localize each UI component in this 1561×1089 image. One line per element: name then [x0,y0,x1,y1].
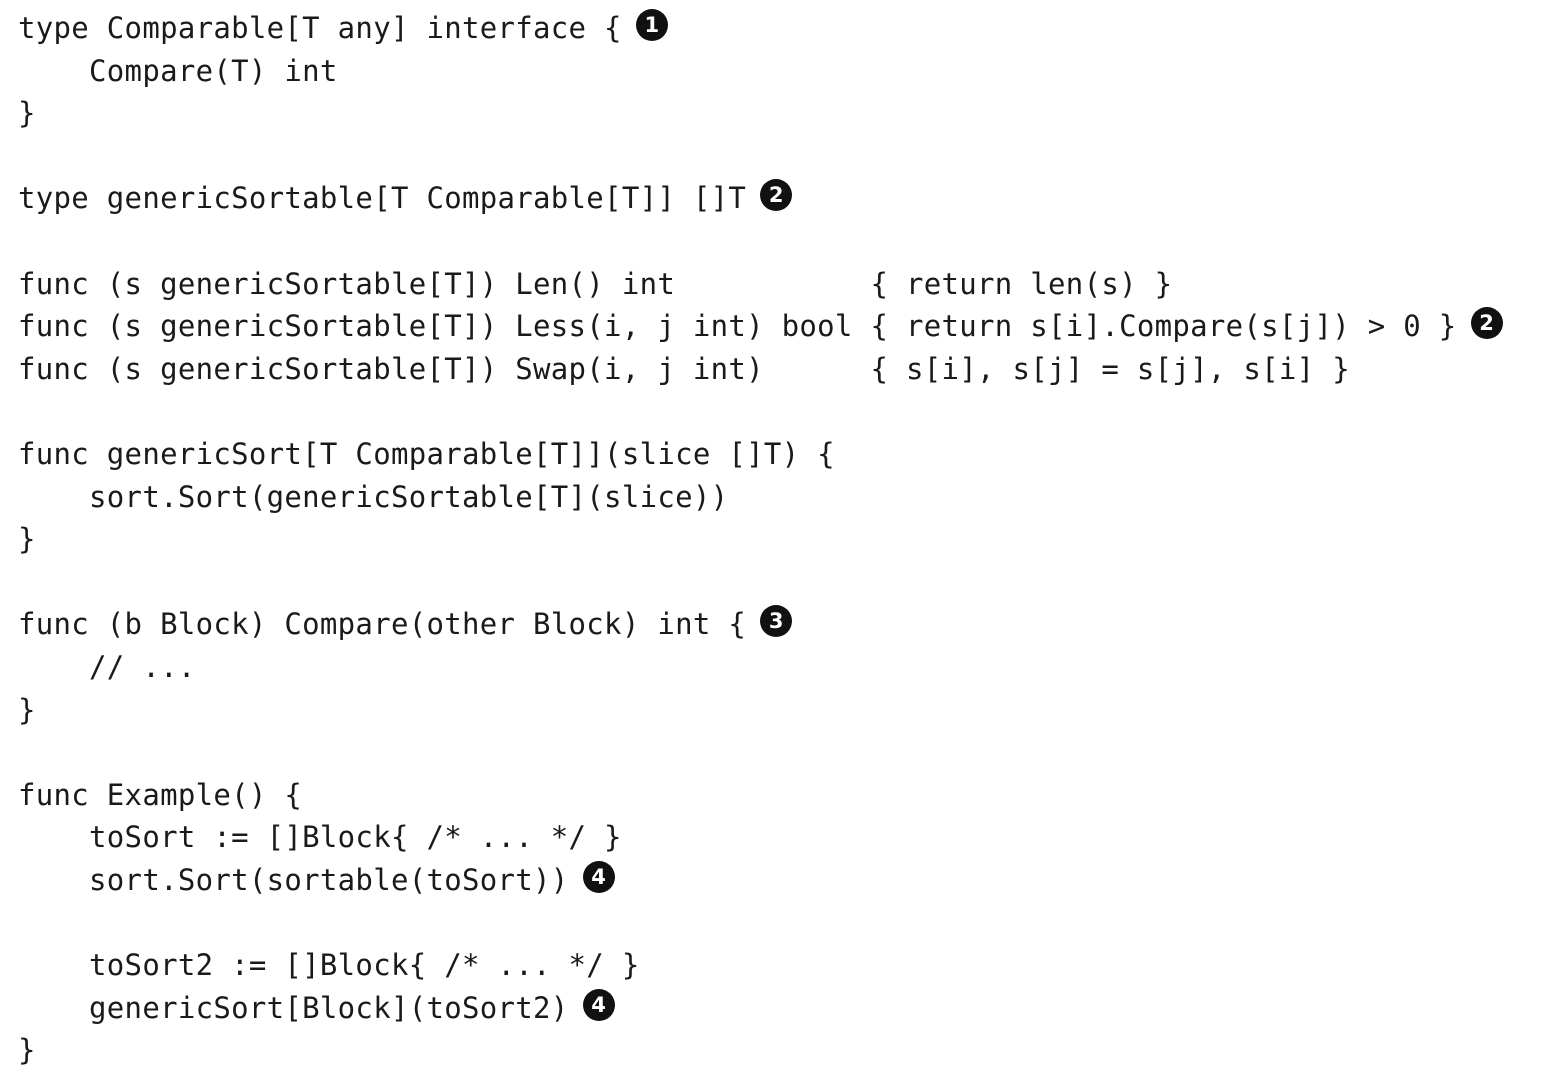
code-line: genericSort[Block](toSort2) 4 [18,987,1503,1030]
code-line: } [18,689,1503,732]
code-line: func (b Block) Compare(other Block) int … [18,603,1503,646]
code-text: func (s genericSortable[T]) Swap(i, j in… [18,351,1350,386]
code-line [18,731,1503,774]
code-line: func (s genericSortable[T]) Less(i, j in… [18,305,1503,348]
code-line [18,561,1503,604]
code-text: } [18,1033,36,1068]
callout-marker: 4 [582,860,615,893]
callout-marker: 4 [582,988,615,1021]
code-line: Compare(T) int [18,50,1503,93]
code-text: toSort2 := []Block{ /* ... */ } [18,948,640,983]
code-line [18,901,1503,944]
code-text: func genericSort[T Comparable[T]](slice … [18,436,835,471]
callout-marker: 2 [760,179,793,212]
code-line: type genericSortable[T Comparable[T]] []… [18,177,1503,220]
code-line [18,390,1503,433]
code-text: func (s genericSortable[T]) Less(i, j in… [18,309,1457,344]
code-line: sort.Sort(genericSortable[T](slice)) [18,476,1503,519]
code-text: Compare(T) int [18,53,338,88]
code-line: } [18,1029,1503,1072]
code-text: func (b Block) Compare(other Block) int … [18,607,747,642]
code-line: sort.Sort(sortable(toSort)) 4 [18,859,1503,902]
code-listing: type Comparable[T any] interface { 1 Comp… [18,7,1503,1072]
code-text: } [18,96,36,131]
code-line: func (s genericSortable[T]) Len() int { … [18,263,1503,306]
code-line [18,135,1503,178]
code-text: sort.Sort(sortable(toSort)) [18,862,569,897]
code-text: } [18,692,36,727]
code-line: } [18,92,1503,135]
code-text: // ... [18,649,196,684]
code-line: // ... [18,646,1503,689]
code-text: type genericSortable[T Comparable[T]] []… [18,181,747,216]
code-line: } [18,518,1503,561]
code-line: func Example() { [18,774,1503,817]
code-text: } [18,522,36,557]
code-line: toSort := []Block{ /* ... */ } [18,816,1503,859]
code-text: type Comparable[T any] interface { [18,11,622,45]
code-text: toSort := []Block{ /* ... */ } [18,820,622,855]
code-text: func Example() { [18,777,303,812]
code-line: func genericSort[T Comparable[T]](slice … [18,433,1503,476]
callout-marker: 3 [760,605,793,638]
code-line: toSort2 := []Block{ /* ... */ } [18,944,1503,987]
code-line: type Comparable[T any] interface { 1 [18,7,1503,50]
code-text: func (s genericSortable[T]) Len() int { … [18,266,1173,301]
code-line [18,220,1503,263]
code-text: genericSort[Block](toSort2) [18,990,569,1025]
code-text: sort.Sort(genericSortable[T](slice)) [18,479,729,514]
callout-marker: 1 [635,9,668,41]
code-line: func (s genericSortable[T]) Swap(i, j in… [18,348,1503,391]
callout-marker: 2 [1470,307,1503,340]
